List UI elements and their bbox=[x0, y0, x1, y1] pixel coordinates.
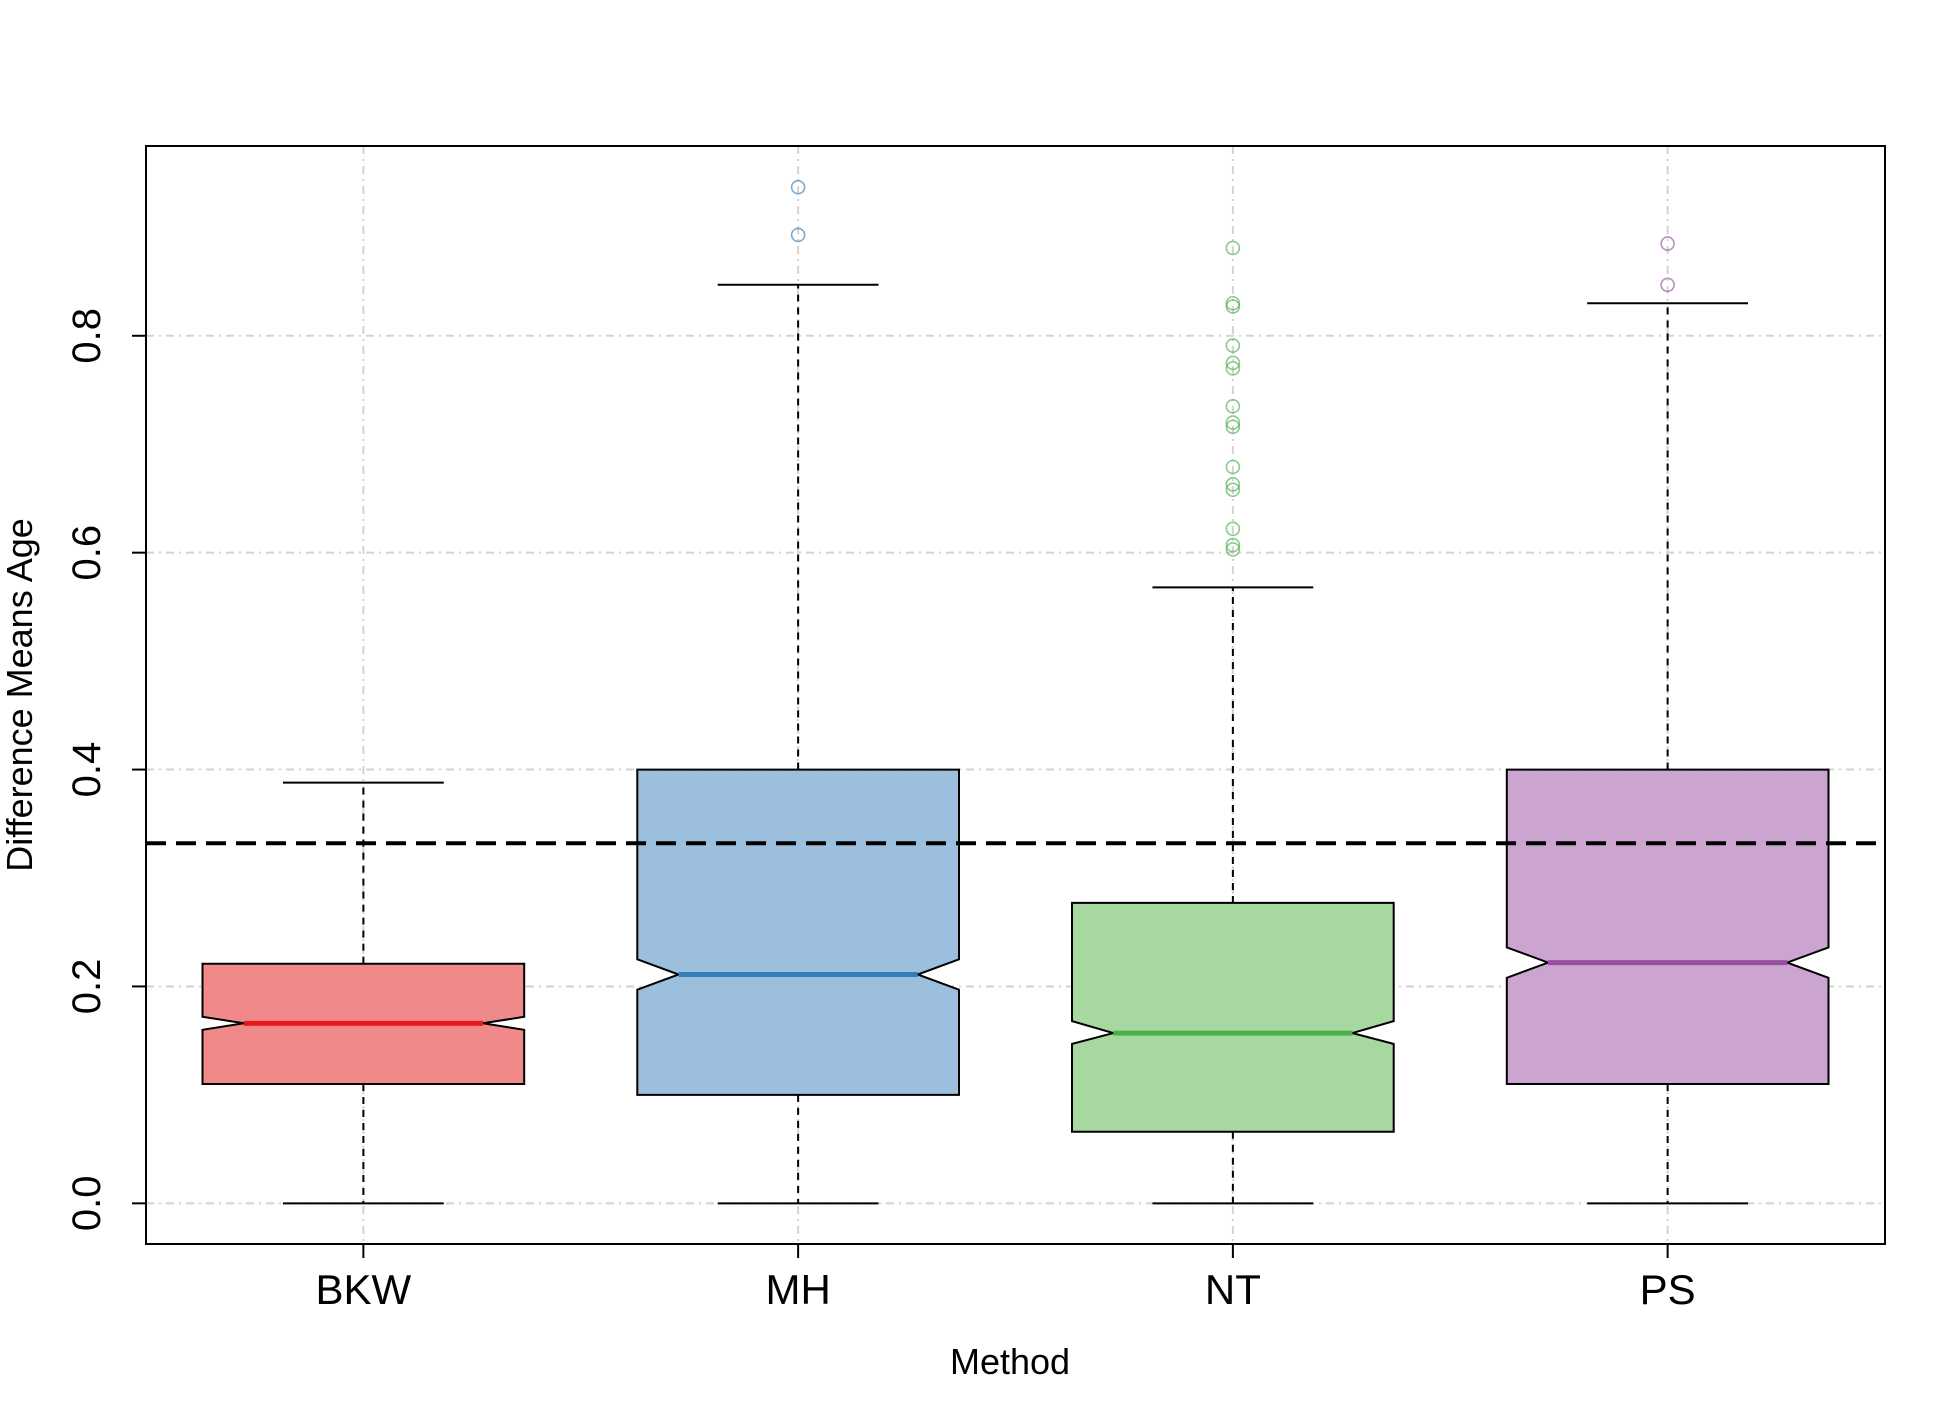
outlier-nt-5 bbox=[1225, 459, 1241, 475]
box-ps bbox=[1505, 236, 1830, 1205]
x-tick-label-3: PS bbox=[1640, 1266, 1696, 1313]
outlier-nt-14 bbox=[1225, 240, 1241, 256]
x-tick-label-1: MH bbox=[765, 1266, 830, 1313]
box-nt bbox=[1071, 240, 1395, 1205]
outlier-nt-13 bbox=[1225, 295, 1241, 311]
y-axis: 0.0 0.2 0.4 0.6 0.8 bbox=[65, 308, 146, 1231]
outlier-nt-4 bbox=[1225, 477, 1241, 492]
outlier-ps-1 bbox=[1660, 236, 1675, 251]
y-tick-label-2: 0.4 bbox=[65, 742, 109, 798]
outlier-nt-10 bbox=[1225, 355, 1241, 371]
outlier-nt-0 bbox=[1225, 542, 1241, 557]
y-axis-label: Difference Means Age bbox=[0, 518, 40, 872]
boxes-layer bbox=[201, 179, 1830, 1205]
box-body-nt bbox=[1071, 901, 1395, 1133]
x-axis-label: Method bbox=[950, 1341, 1070, 1382]
y-tick-label-4: 0.8 bbox=[65, 308, 109, 364]
outlier-mh-0 bbox=[790, 227, 806, 243]
outlier-ps-0 bbox=[1660, 277, 1675, 293]
y-tick-label-3: 0.6 bbox=[65, 525, 109, 581]
plot-frame bbox=[145, 145, 1886, 1245]
x-tick-label-0: BKW bbox=[316, 1266, 412, 1313]
x-axis: BKW MH NT PS bbox=[316, 1244, 1696, 1313]
outlier-nt-8 bbox=[1225, 398, 1241, 414]
outlier-mh-1 bbox=[790, 179, 806, 195]
box-body-mh bbox=[636, 768, 960, 1096]
y-tick-label-1: 0.2 bbox=[65, 959, 109, 1015]
y-tick-label-0: 0.0 bbox=[65, 1176, 109, 1232]
outlier-nt-6 bbox=[1225, 419, 1241, 435]
outlier-nt-1 bbox=[1225, 537, 1241, 553]
box-mh bbox=[636, 179, 960, 1205]
outlier-nt-2 bbox=[1225, 521, 1241, 537]
box-body-ps bbox=[1505, 768, 1830, 1085]
outlier-nt-7 bbox=[1225, 415, 1241, 430]
box-bkw bbox=[201, 781, 526, 1205]
outlier-nt-11 bbox=[1225, 338, 1241, 353]
outlier-nt-3 bbox=[1225, 482, 1241, 498]
x-tick-label-2: NT bbox=[1205, 1266, 1261, 1313]
outlier-nt-9 bbox=[1225, 361, 1241, 376]
